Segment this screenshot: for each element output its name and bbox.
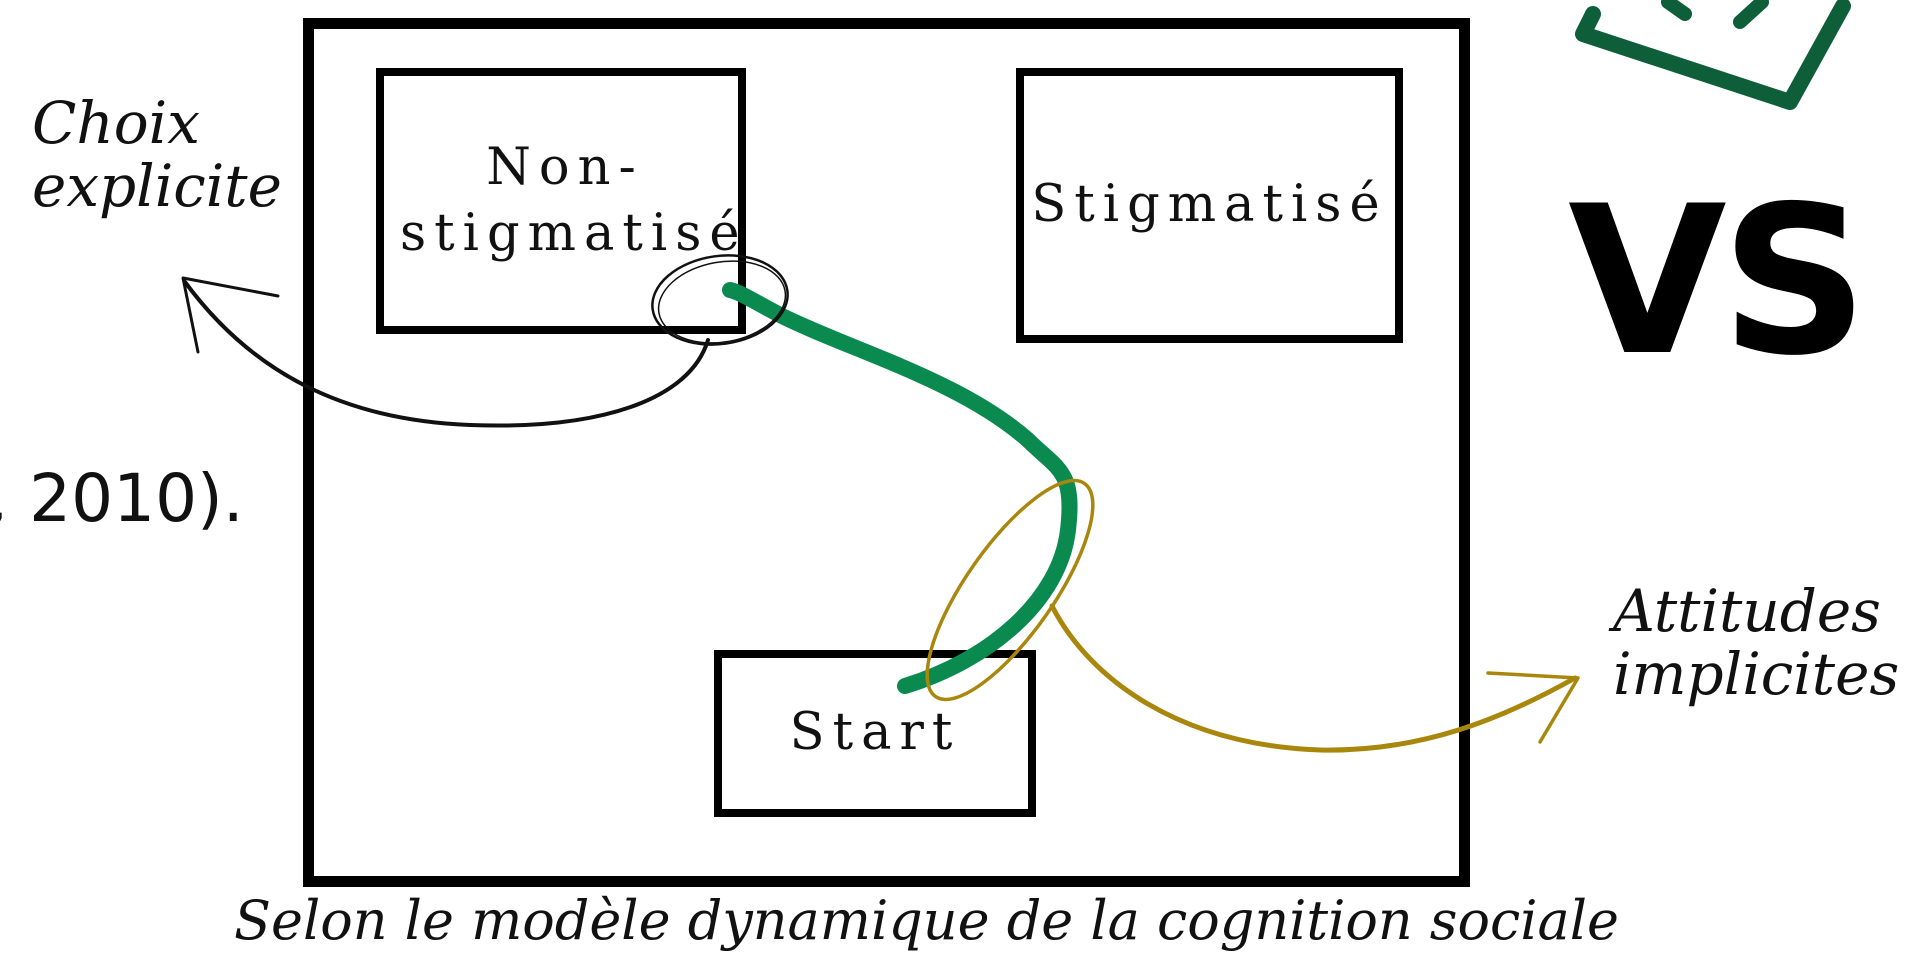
versus-label: VS — [1568, 163, 1868, 401]
stigmatised-option-box: Stigmatisé — [1016, 68, 1403, 343]
implicit-attitudes-arrowhead-icon — [1486, 671, 1580, 744]
checkbox-icon — [1575, 0, 1851, 110]
start-label: Start — [789, 703, 961, 763]
start-box: Start — [714, 650, 1036, 817]
explicit-choice-label: Choix explicite — [32, 89, 282, 220]
non-stigmatised-label: Non- stigmatisé — [400, 137, 748, 263]
stigmatised-label: Stigmatisé — [1031, 175, 1388, 235]
explicit-choice-arrowhead-icon — [181, 276, 280, 354]
non-stigmatised-option-box: Non- stigmatisé — [376, 68, 746, 334]
decision-space-frame — [303, 18, 1470, 887]
citation-fragment: r, 2010). — [0, 460, 244, 537]
diagram-caption: Selon le modèle dynamique de la cognitio… — [234, 889, 1619, 952]
implicit-attitudes-label: Attitudes implicites — [1613, 577, 1900, 708]
